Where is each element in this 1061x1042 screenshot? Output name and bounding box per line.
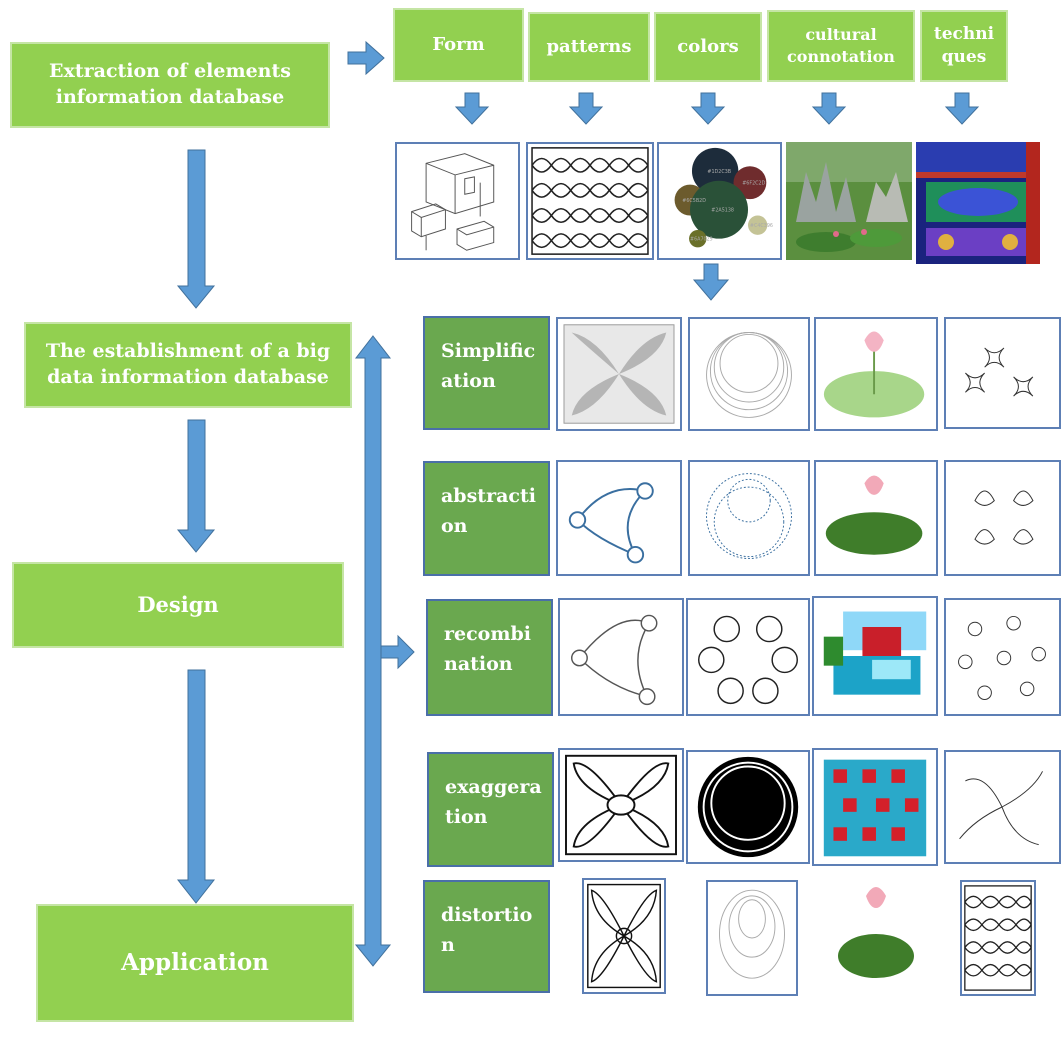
method-recombination: recombi nation bbox=[426, 599, 553, 716]
distortion-technique-tile bbox=[960, 880, 1036, 996]
method-distortion: distortio n bbox=[423, 880, 550, 993]
simplification-lotus-tile bbox=[814, 317, 938, 431]
distortion-pattern-tile bbox=[706, 880, 798, 996]
arrow-down-icon bbox=[944, 92, 980, 125]
svg-text:#6C5B2D: #6C5B2D bbox=[682, 198, 706, 204]
arrow-down-icon bbox=[568, 92, 604, 125]
category-techniques: techni ques bbox=[920, 10, 1008, 82]
arrow-right-icon bbox=[380, 634, 415, 670]
cultural-garden-image bbox=[786, 142, 912, 260]
method-abstraction: abstracti on bbox=[423, 461, 550, 576]
method-exaggeration: exaggera tion bbox=[427, 752, 554, 867]
distortion-form-tile bbox=[582, 878, 666, 994]
recombination-form-tile bbox=[558, 598, 684, 716]
simplification-pattern-tile bbox=[688, 317, 810, 431]
category-cultural-connotation: cultural connotation bbox=[767, 10, 915, 82]
category-patterns: patterns bbox=[528, 12, 650, 82]
svg-text:#6F2C2D: #6F2C2D bbox=[742, 181, 765, 187]
abstraction-pattern-tile bbox=[688, 460, 810, 576]
extraction-step-box: Extraction of elements information datab… bbox=[10, 42, 330, 128]
exaggeration-garden-tile bbox=[812, 748, 938, 866]
arrow-right-icon bbox=[347, 40, 385, 76]
abstraction-form-tile bbox=[556, 460, 682, 576]
arrow-down-icon bbox=[690, 92, 726, 125]
svg-text:#1D2C3B: #1D2C3B bbox=[707, 169, 731, 175]
techniques-painting-image bbox=[916, 142, 1040, 264]
double-arrow-icon bbox=[354, 335, 392, 967]
recombination-technique-tile bbox=[944, 598, 1061, 716]
application-step-box: Application bbox=[36, 904, 354, 1022]
svg-text:#6A7029: #6A7029 bbox=[690, 237, 713, 243]
recombination-garden-tile bbox=[812, 596, 938, 716]
arrow-down-icon bbox=[811, 92, 847, 125]
svg-text:#C4C396: #C4C396 bbox=[750, 223, 773, 229]
arrow-down-icon bbox=[692, 263, 730, 301]
abstraction-lotus-tile bbox=[814, 460, 938, 576]
establishment-step-box: The establishment of a big data informat… bbox=[24, 322, 352, 408]
exaggeration-pattern-tile bbox=[686, 750, 810, 864]
exaggeration-form-tile bbox=[558, 748, 684, 862]
colors-image: #1D2C3B #6F2C2D #6C5B2D #2A5138 #C4C396 … bbox=[657, 142, 782, 260]
recombination-pattern-tile bbox=[686, 598, 810, 716]
category-colors: colors bbox=[654, 12, 762, 82]
abstraction-technique-tile bbox=[944, 460, 1061, 576]
design-step-box: Design bbox=[12, 562, 344, 648]
arrow-down-icon bbox=[176, 669, 216, 904]
category-form: Form bbox=[393, 8, 524, 82]
simplification-form-tile bbox=[556, 317, 682, 431]
arrow-down-icon bbox=[176, 149, 216, 309]
svg-text:#2A5138: #2A5138 bbox=[711, 208, 734, 214]
form-image bbox=[395, 142, 520, 260]
arrow-down-icon bbox=[176, 419, 216, 553]
simplification-technique-tile bbox=[944, 317, 1061, 429]
method-simplification: Simplific ation bbox=[423, 316, 550, 430]
distortion-lotus-tile bbox=[832, 876, 922, 994]
exaggeration-technique-tile bbox=[944, 750, 1061, 864]
patterns-image bbox=[526, 142, 654, 260]
arrow-down-icon bbox=[454, 92, 490, 125]
